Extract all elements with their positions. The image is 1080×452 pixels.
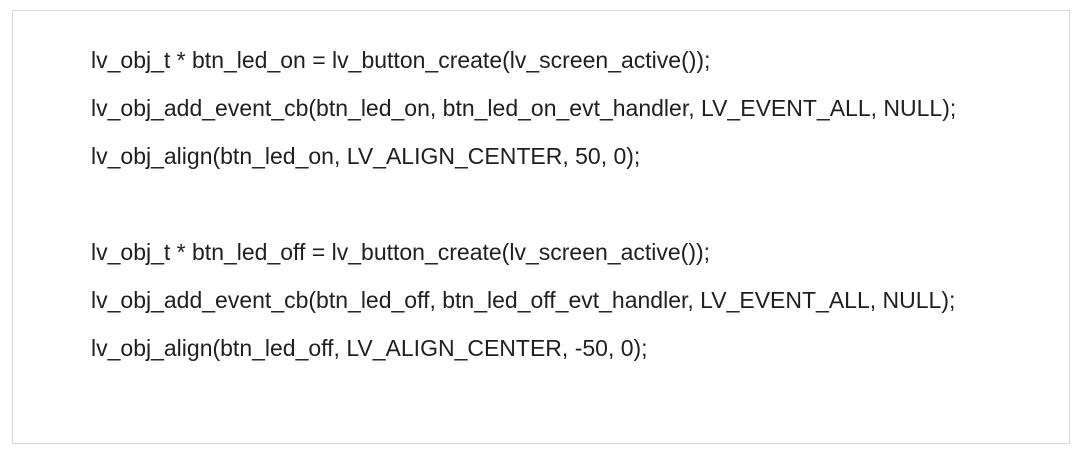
code-line: lv_obj_align(btn_led_on, LV_ALIGN_CENTER… (91, 143, 641, 169)
code-line: lv_obj_add_event_cb(btn_led_off, btn_led… (91, 287, 956, 313)
code-snippet-box: lv_obj_t * btn_led_on = lv_button_create… (12, 10, 1070, 444)
code-line-blank (91, 180, 1049, 228)
code-line: lv_obj_t * btn_led_off = lv_button_creat… (91, 239, 711, 265)
code-line: lv_obj_t * btn_led_on = lv_button_create… (91, 47, 711, 73)
code-line: lv_obj_align(btn_led_off, LV_ALIGN_CENTE… (91, 335, 648, 361)
code-snippet-lines: lv_obj_t * btn_led_on = lv_button_create… (13, 11, 1069, 372)
code-line: lv_obj_add_event_cb(btn_led_on, btn_led_… (91, 95, 957, 121)
